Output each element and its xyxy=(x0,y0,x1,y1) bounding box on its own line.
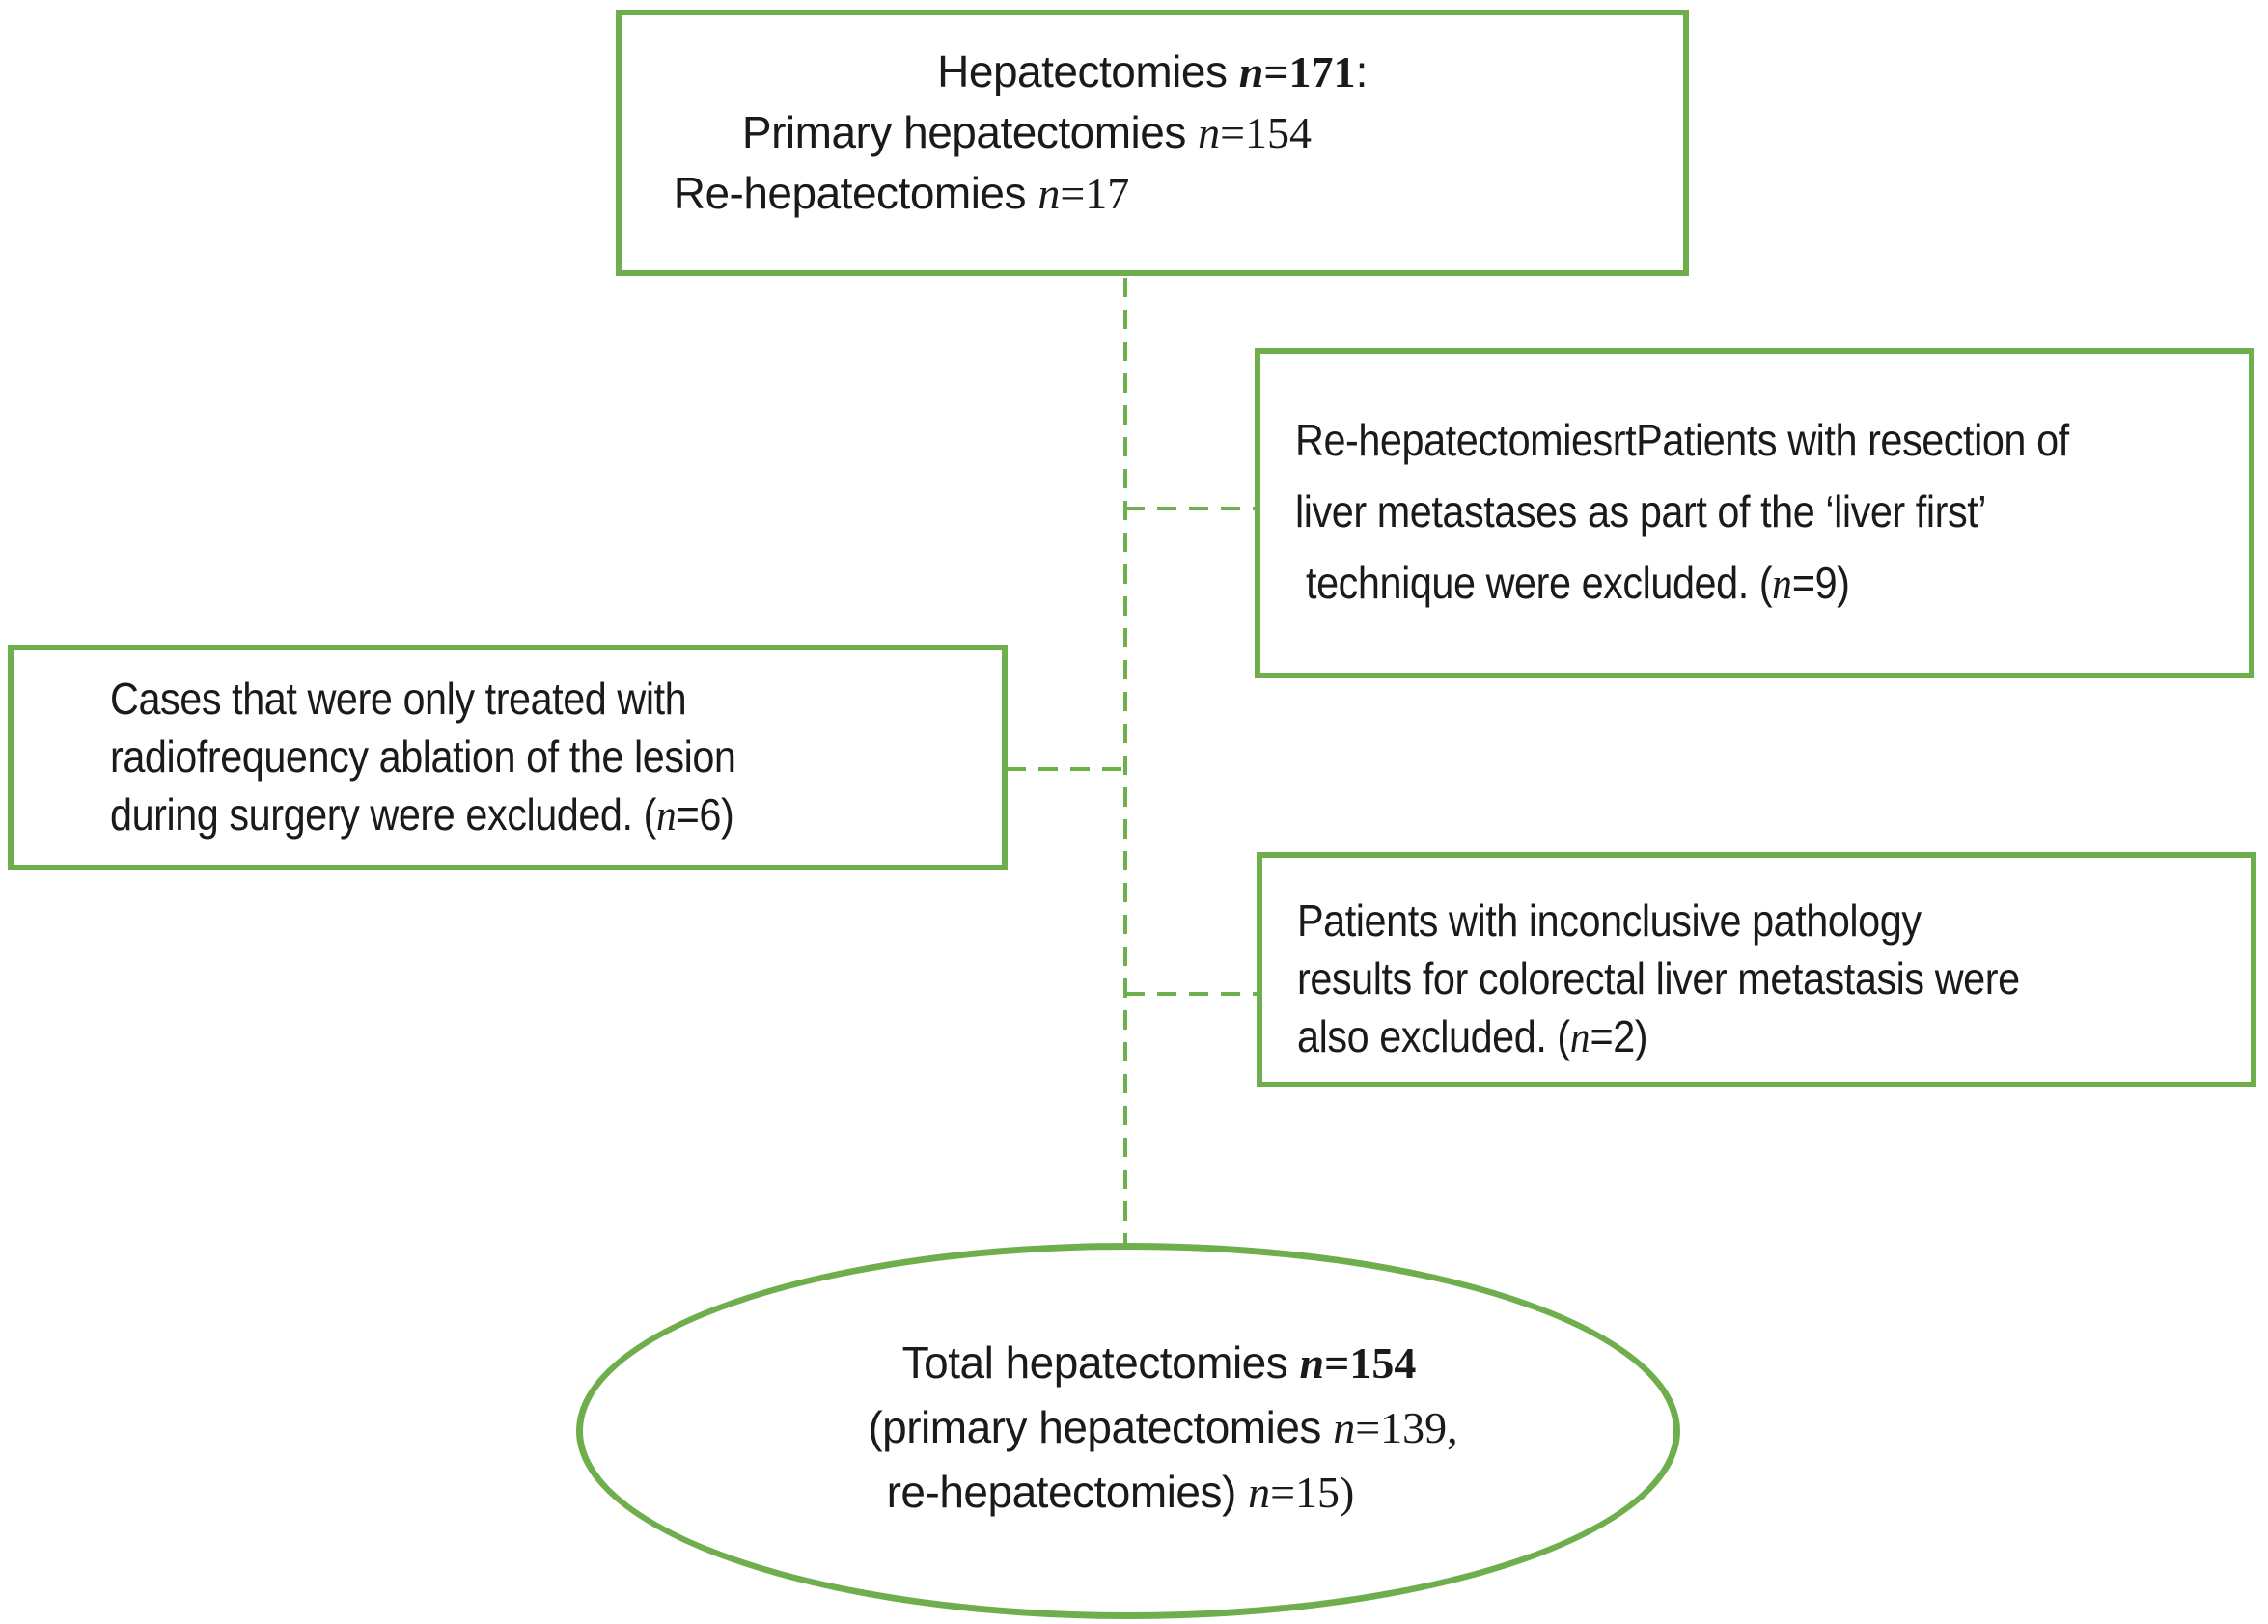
text-line: Cases that were only treated with xyxy=(110,674,687,724)
text-line: Total hepatectomies n=154 xyxy=(901,1337,1417,1388)
text-line: Patients with inconclusive pathology xyxy=(1297,895,1922,946)
text-line: results for colorectal liver metastasis … xyxy=(1297,953,2020,1004)
text-line: Re-hepatectomies n=17 xyxy=(673,168,1130,218)
ellipse-total-hepatectomies: Total hepatectomies n=154 (primary hepat… xyxy=(576,1243,1680,1619)
text-line: re-hepatectomies) n=15) xyxy=(886,1467,1355,1517)
box-excluded-rfa-only: Cases that were only treated with radiof… xyxy=(8,645,1008,870)
text-line: also excluded. (n=2) xyxy=(1297,1011,1648,1061)
text-line: Hepatectomies n=171: xyxy=(937,46,1368,96)
box-excluded-inconclusive-pathology: Patients with inconclusive pathology res… xyxy=(1257,852,2256,1087)
text-line: during surgery were excluded. (n=6) xyxy=(110,789,734,840)
text-line: radiofrequency ablation of the lesion xyxy=(110,731,736,782)
text-line: (primary hepatectomies n=139, xyxy=(868,1402,1458,1452)
text-line: liver metastases as part of the ‘liver f… xyxy=(1295,486,1987,537)
box-excluded-liver-first: Re-hepatectomiesrtPatients with resectio… xyxy=(1255,348,2254,678)
text-line: Re-hepatectomiesrtPatients with resectio… xyxy=(1295,415,2069,465)
box-hepatectomies-total: Hepatectomies n=171: Primary hepatectomi… xyxy=(616,10,1689,276)
text-line: technique were excluded. (n=9) xyxy=(1295,558,1850,608)
text-line: Primary hepatectomies n=154 xyxy=(741,107,1313,157)
